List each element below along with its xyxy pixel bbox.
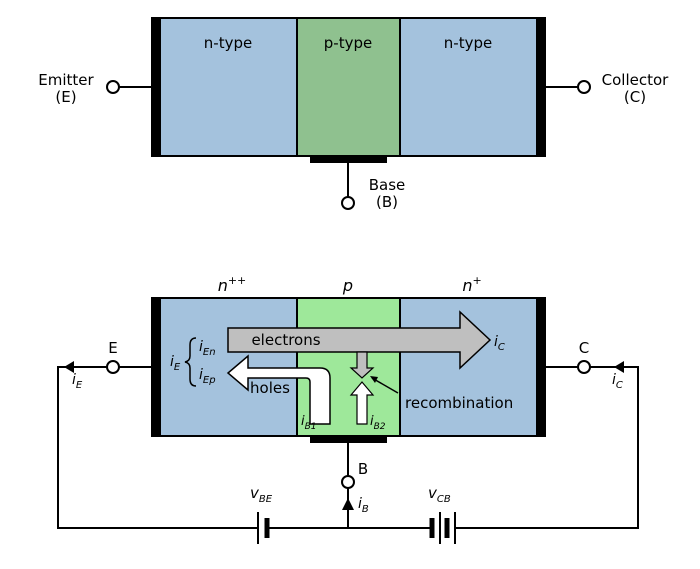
top-collector-contact [536,18,545,156]
top-collector-label: Collector [602,71,670,89]
top-collector-region [399,17,546,157]
iE-brace [184,337,197,387]
top-base-symbol: (B) [376,193,398,211]
iE-outer-label: iE [72,372,83,391]
doping-label-emitter: n++ [218,274,247,295]
iE-inner-label: iE [170,354,181,373]
holes-label: holes [250,379,290,397]
top-emitter-symbol: (E) [55,88,76,106]
electrons-label: electrons [251,331,320,349]
recombination-electron-arrow [349,351,375,379]
top-base-contact [310,156,387,163]
recombination-hole-arrow [349,381,375,425]
top-transistor: n-type p-type n-type Emitter (E) Collect… [38,17,670,211]
emitter-contact [152,298,161,436]
doping-label-collector: n+ [462,274,481,295]
top-region-label-n-right: n-type [444,34,492,52]
top-emitter-region [151,17,298,157]
top-emitter-label: Emitter [38,71,94,89]
base-terminal-label: B [358,460,368,478]
emitter-terminal [106,360,120,374]
doping-label-base: p [342,276,353,295]
top-emitter-contact [152,18,161,156]
iB2-label: iB2 [370,414,386,432]
emitter-region [151,297,298,437]
top-region-label-p: p-type [324,34,372,52]
base-contact [310,436,387,443]
recombination-pointer-head [370,376,378,383]
emitter-current-arrow [64,361,74,373]
base-terminal [341,475,355,489]
iB1-label: iB1 [301,414,317,432]
vBE-label: vBE [250,484,273,505]
iC-inner-label: iC [494,334,505,353]
top-emitter-terminal [106,80,120,94]
top-base-label: Base [369,176,406,194]
iEp-label: iEp [199,367,216,386]
collector-current-arrow [614,361,624,373]
emitter-terminal-label: E [108,339,117,357]
top-region-label-n-left: n-type [204,34,252,52]
collector-terminal [577,360,591,374]
top-base-region [296,17,401,157]
recombination-pointer [371,377,399,394]
base-current-arrow [342,498,354,510]
vCB-label: vCB [428,484,451,505]
emitter-wire [57,366,258,529]
collector-contact [536,298,545,436]
iB-label: iB [358,496,369,515]
collector-terminal-label: C [579,339,589,357]
electron-flow-arrow [227,310,492,370]
iC-outer-label: iC [612,372,623,391]
bottom-transistor: n++ p n+ electrons holes recombination i… [57,274,639,544]
top-collector-terminal [577,80,591,94]
iEn-label: iEn [199,339,216,358]
hole-flow-arrow [226,354,331,425]
top-collector-symbol: (C) [624,88,646,106]
recombination-label: recombination [405,394,513,412]
top-base-terminal [341,196,355,210]
collector-region [399,297,546,437]
